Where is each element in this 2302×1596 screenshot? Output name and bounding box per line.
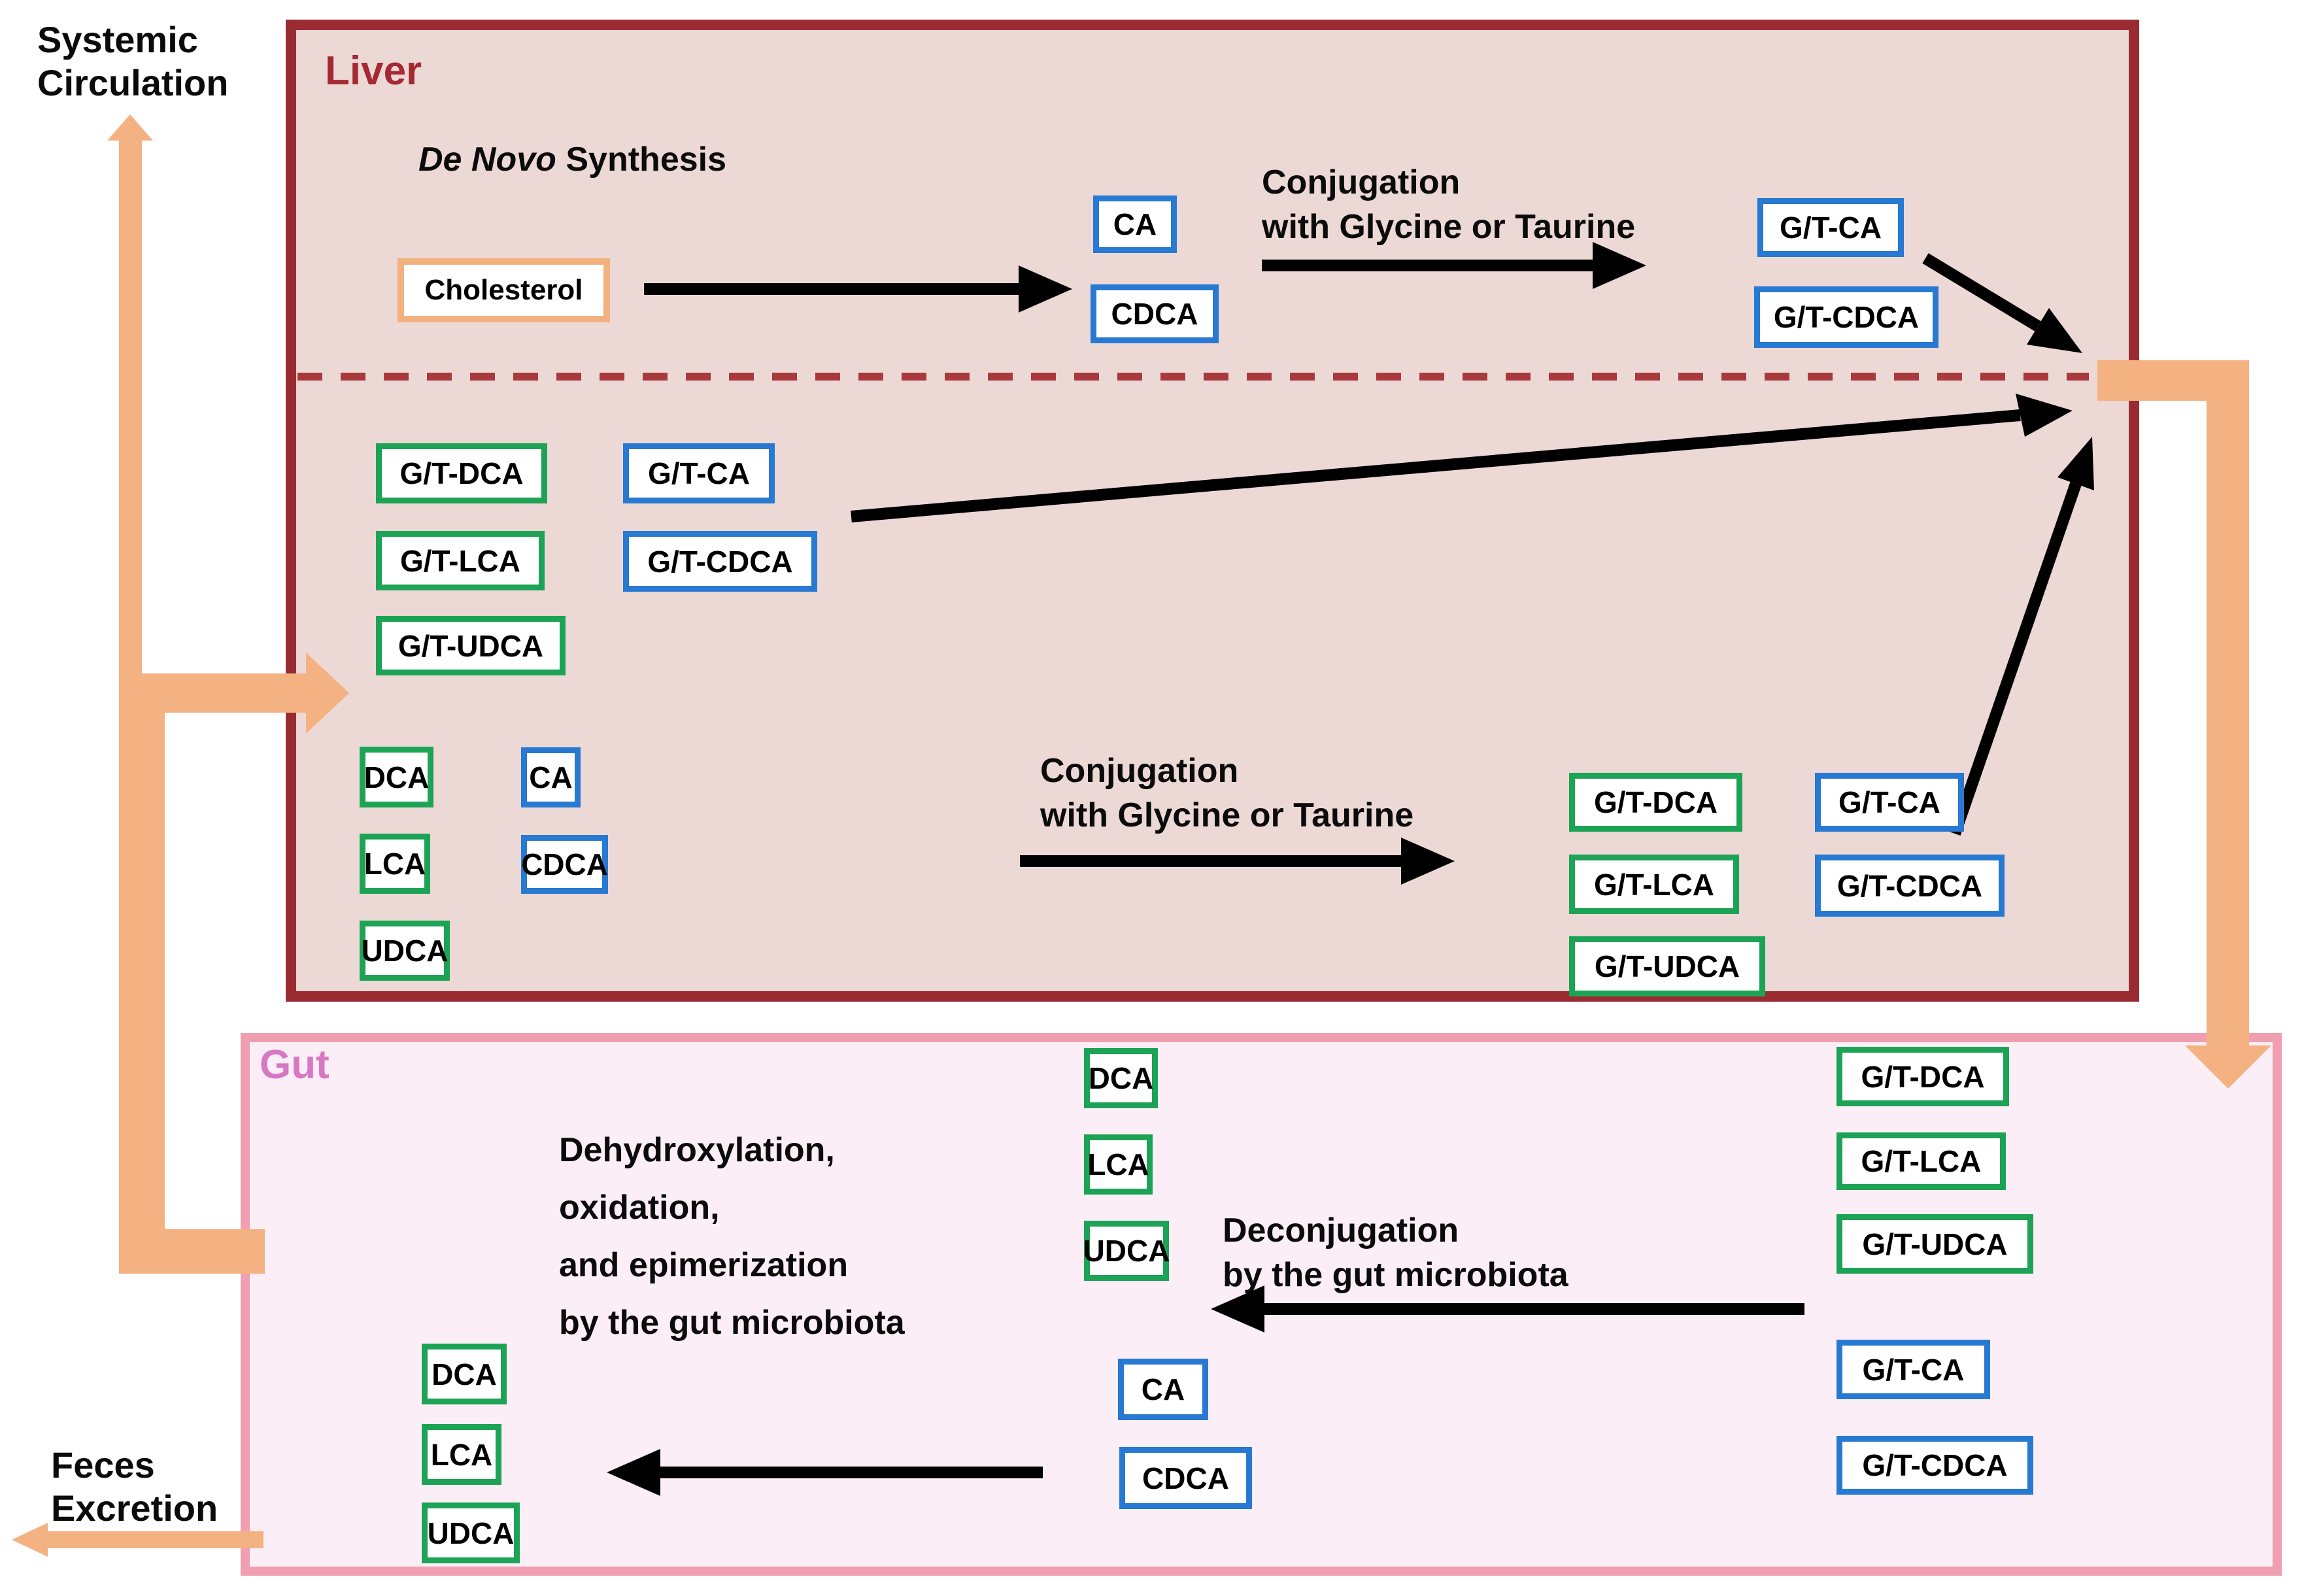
- box-cholesterol: Cholesterol: [398, 258, 610, 322]
- into-gut-arrowhead-icon: [2185, 1045, 2271, 1089]
- box-dca-product: DCA: [422, 1344, 507, 1404]
- box-lca-gut: LCA: [1084, 1134, 1153, 1195]
- arrow-cholesterol-to-primary: [644, 265, 1072, 313]
- into-liver-arrowhead-icon: [306, 653, 349, 734]
- box-gtdca-reconjugated: G/T-DCA: [1569, 773, 1742, 832]
- conjugation-mid-label: Conjugation with Glycine or Taurine: [1040, 749, 1413, 838]
- box-cdca-gut: CDCA: [1119, 1447, 1252, 1509]
- dehydroxylation-line3: and epimerization: [559, 1246, 849, 1284]
- gut-title: Gut: [260, 1042, 330, 1087]
- box-gtcdca-reconjugated: G/T-CDCA: [1815, 855, 2005, 917]
- dehydroxylation-label: Dehydroxylation, oxidation, and epimeriz…: [559, 1121, 905, 1351]
- conjugation-top-label: Conjugation with Glycine or Taurine: [1262, 160, 1635, 249]
- feces-left-arrowhead-icon: [12, 1523, 48, 1557]
- box-cdca-liver: CDCA: [521, 835, 608, 894]
- box-gtdca-gut: G/T-DCA: [1837, 1047, 2009, 1106]
- de-novo-italic: De Novo: [418, 141, 556, 178]
- box-udca-gut: UDCA: [1083, 1221, 1170, 1281]
- arrow-conjugation-mid: [1020, 838, 1455, 885]
- dehydroxylation-line4: by the gut microbiota: [559, 1304, 905, 1342]
- systemic-line1: Systemic: [37, 19, 198, 60]
- box-gtcdca-gut: G/T-CDCA: [1837, 1436, 2033, 1495]
- conjugation-top-line2: with Glycine or Taurine: [1262, 208, 1636, 246]
- arrow-conjugated-to-duct: [1922, 253, 2082, 353]
- de-novo-synthesis-label: De Novo Synthesis: [418, 140, 726, 179]
- feces-arrow-shaft: [48, 1531, 263, 1548]
- conjugation-top-line1: Conjugation: [1262, 163, 1461, 201]
- box-dca-gut: DCA: [1084, 1048, 1158, 1108]
- box-gtlca-returned: G/T-LCA: [376, 531, 545, 590]
- arrow-returned-to-duct: [851, 394, 2073, 522]
- box-gtudca-gut: G/T-UDCA: [1837, 1214, 2033, 1274]
- portal-to-liver-bar: [163, 673, 306, 713]
- liver-title: Liver: [325, 48, 422, 93]
- box-gtca-reconjugated: G/T-CA: [1815, 773, 1964, 832]
- arrow-conjugation-top: [1262, 242, 1646, 289]
- box-udca-liver: UDCA: [360, 921, 450, 981]
- feces-excretion-label: Feces Excretion: [51, 1444, 218, 1530]
- dehydroxylation-line2: oxidation,: [559, 1189, 720, 1227]
- systemic-up-arrowhead-icon: [107, 114, 153, 141]
- conjugation-mid-line1: Conjugation: [1040, 752, 1239, 790]
- box-gtcdca-returned: G/T-CDCA: [623, 531, 817, 592]
- box-lca-product: LCA: [422, 1424, 501, 1485]
- feces-line2: Excretion: [51, 1487, 218, 1529]
- systemic-vertical-bar: [119, 139, 142, 673]
- box-udca-product: UDCA: [422, 1503, 520, 1563]
- systemic-circulation-label: Systemic Circulation: [37, 18, 228, 105]
- box-ca-denovo: CA: [1093, 195, 1177, 253]
- dehydroxylation-line1: Dehydroxylation,: [559, 1131, 835, 1169]
- arrow-deconjugation: [1211, 1285, 1804, 1333]
- box-dca-liver: DCA: [360, 747, 433, 807]
- box-gtudca-reconjugated: G/T-UDCA: [1569, 936, 1765, 996]
- arrow-dehydroxylation: [607, 1449, 1043, 1496]
- box-cdca-denovo: CDCA: [1091, 284, 1219, 343]
- arrow-reconjugated-to-duct: [1949, 437, 2094, 836]
- box-lca-liver: LCA: [360, 834, 430, 894]
- deconjugation-line1: Deconjugation: [1223, 1212, 1459, 1249]
- deconjugation-label: Deconjugation by the gut microbiota: [1223, 1208, 1568, 1297]
- box-gtdca-returned: G/T-DCA: [376, 443, 547, 503]
- box-gtlca-gut: G/T-LCA: [1837, 1132, 2006, 1190]
- portal-vertical-bar: [119, 673, 165, 1274]
- box-ca-liver: CA: [521, 747, 581, 807]
- box-gtca-returned: G/T-CA: [623, 443, 775, 503]
- systemic-line2: Circulation: [37, 62, 229, 103]
- box-gtca-gut: G/T-CA: [1837, 1340, 1990, 1399]
- box-gtlca-reconjugated: G/T-LCA: [1569, 855, 1739, 914]
- box-gtudca-returned: G/T-UDCA: [376, 616, 566, 675]
- box-ca-gut: CA: [1118, 1359, 1208, 1420]
- conjugation-mid-line2: with Glycine or Taurine: [1040, 796, 1414, 834]
- bile-duct-vertical-bar: [2207, 360, 2249, 1045]
- deconjugation-line2: by the gut microbiota: [1223, 1256, 1568, 1294]
- gut-exit-bar: [163, 1229, 265, 1274]
- synthesis-text: Synthesis: [556, 141, 727, 178]
- liver-divider-dashed-line: [297, 373, 2089, 381]
- feces-line1: Feces: [51, 1444, 155, 1486]
- box-gtca-denovo: G/T-CA: [1757, 198, 1904, 257]
- box-gtcdca-denovo: G/T-CDCA: [1754, 286, 1938, 348]
